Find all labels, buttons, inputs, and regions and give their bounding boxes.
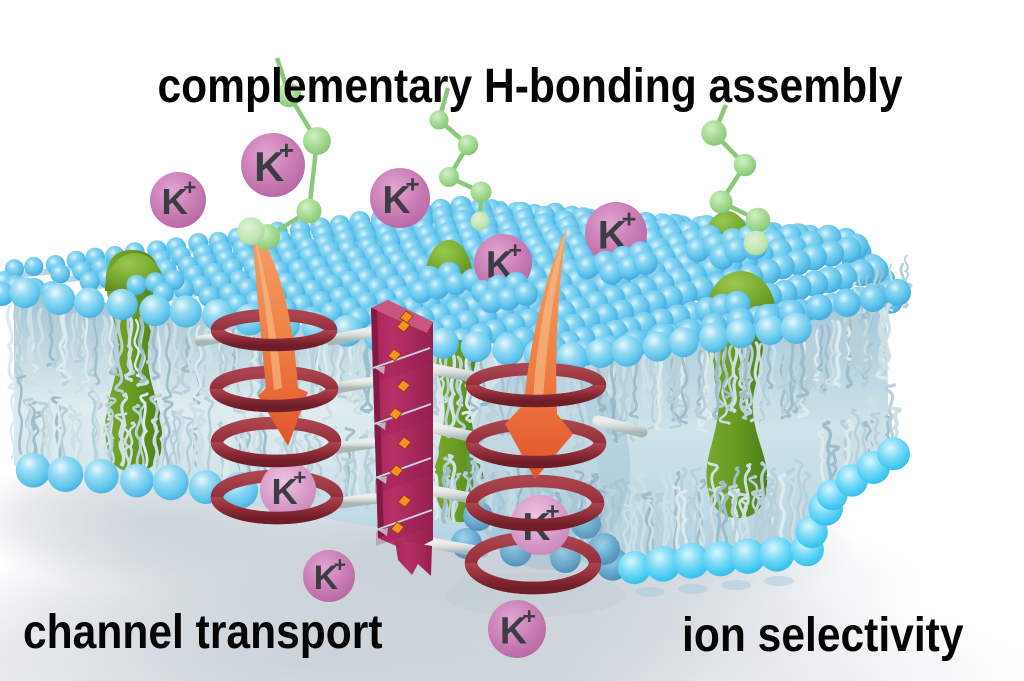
svg-text:K: K <box>314 559 339 597</box>
svg-text:+: + <box>279 137 294 165</box>
svg-text:K: K <box>254 143 284 190</box>
svg-text:+: + <box>406 172 420 199</box>
svg-text:channel transport: channel transport <box>23 605 383 659</box>
svg-text:+: + <box>334 553 346 576</box>
svg-text:+: + <box>183 175 196 200</box>
svg-text:K: K <box>382 179 410 222</box>
svg-text:ion selectivity: ion selectivity <box>682 608 964 662</box>
svg-text:+: + <box>522 603 536 629</box>
svg-text:K: K <box>500 609 527 651</box>
svg-text:+: + <box>293 465 306 490</box>
svg-text:K: K <box>271 471 297 512</box>
svg-text:K: K <box>161 181 187 222</box>
svg-text:+: + <box>508 237 522 263</box>
svg-text:+: + <box>622 205 637 233</box>
svg-text:complementary H-bonding assemb: complementary H-bonding assembly <box>158 59 903 113</box>
